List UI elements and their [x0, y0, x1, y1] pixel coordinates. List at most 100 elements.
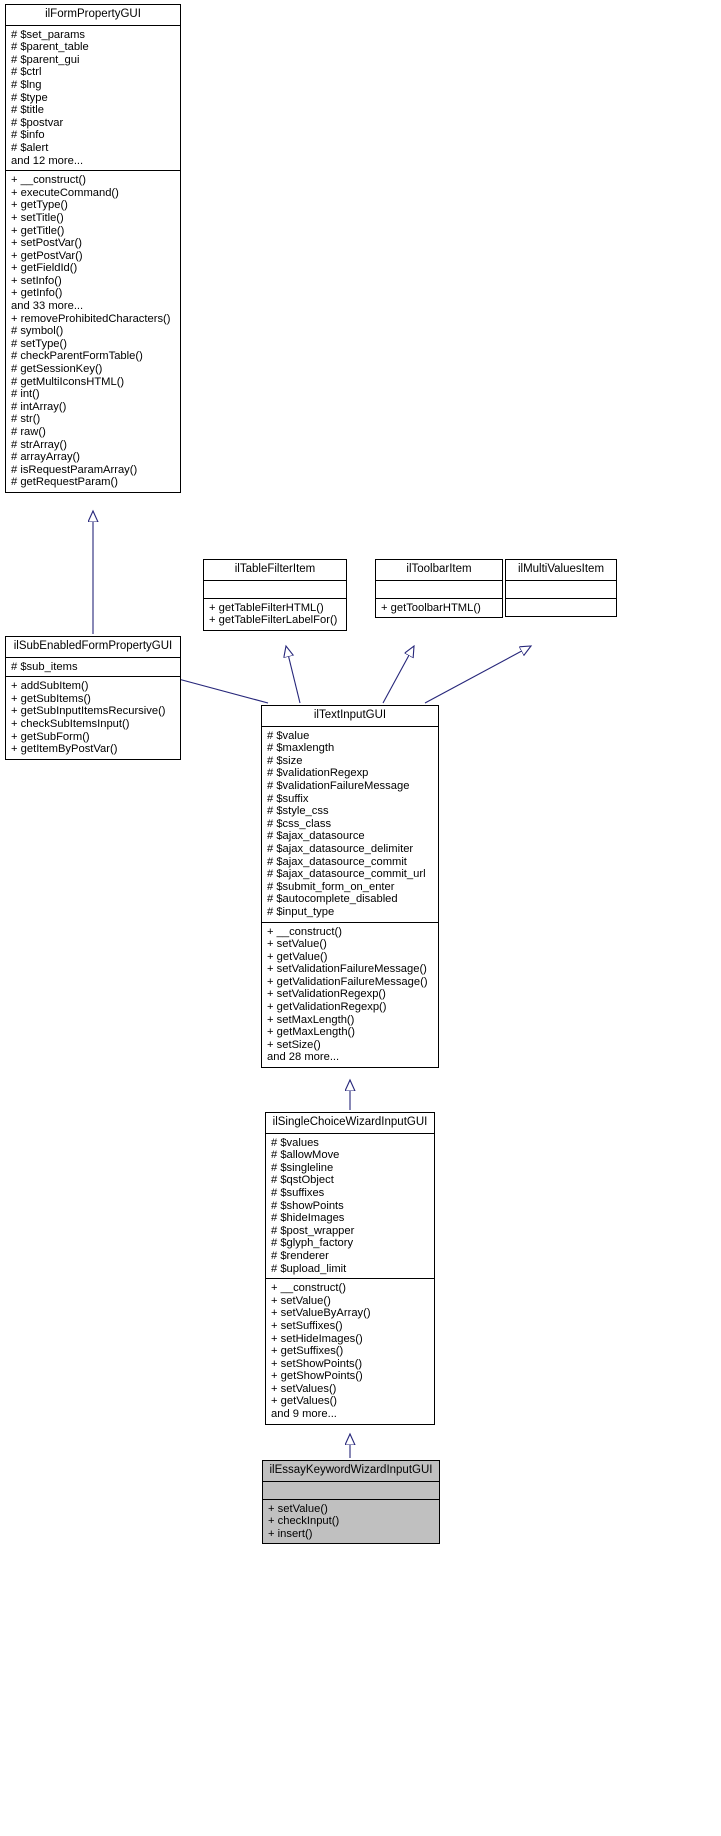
method-row: + setValidationFailureMessage(): [267, 963, 427, 976]
attribute-row: # $title: [11, 104, 44, 117]
class-methods: + getTableFilterHTML() + getTableFilterL…: [204, 599, 346, 630]
attribute-row: # $ajax_datasource_commit: [267, 855, 407, 868]
attribute-row: # $values: [271, 1136, 319, 1149]
class-title: ilTextInputGUI: [262, 706, 438, 727]
attribute-row: # $parent_table: [11, 41, 89, 54]
method-row: + getType(): [11, 199, 68, 212]
method-row: + getPostVar(): [11, 249, 83, 262]
attribute-row: # $input_type: [267, 905, 335, 918]
class-title: ilTableFilterItem: [204, 560, 346, 581]
attribute-row: # $alert: [11, 141, 49, 154]
attribute-row: # $validationFailureMessage: [267, 779, 410, 792]
attribute-row: # $submit_form_on_enter: [267, 880, 395, 893]
method-row: + insert(): [268, 1527, 313, 1540]
uml-class-iltoolbaritem[interactable]: ilToolbarItem + getToolbarHTML(): [375, 559, 503, 619]
uml-class-ilsinglechoicewizardinputgui[interactable]: ilSingleChoiceWizardInputGUI # $values #…: [265, 1112, 435, 1425]
method-row: + __construct(): [267, 925, 342, 938]
method-row: + setInfo(): [11, 274, 62, 287]
method-row: + setSuffixes(): [271, 1319, 343, 1332]
method-more-row: and 33 more...: [11, 300, 84, 313]
method-row: + getValues(): [271, 1395, 338, 1408]
method-more-row: and 28 more...: [267, 1051, 340, 1064]
method-row: + getTitle(): [11, 224, 65, 237]
class-methods: + setValue() + checkInput() + insert(): [263, 1500, 439, 1544]
uml-class-ilessaykeywordwizardinputgui[interactable]: ilEssayKeywordWizardInputGUI + setValue(…: [262, 1460, 440, 1545]
method-row: + checkSubItemsInput(): [11, 717, 130, 730]
class-attributes: [263, 1482, 439, 1500]
uml-class-ilformpropertygui[interactable]: ilFormPropertyGUI # $set_params # $paren…: [5, 4, 181, 493]
attribute-row: # $postvar: [11, 116, 64, 129]
uml-class-iltablefilteritem[interactable]: ilTableFilterItem + getTableFilterHTML()…: [203, 559, 347, 631]
method-row: + getValidationRegexp(): [267, 1001, 387, 1014]
attribute-row: # $upload_limit: [271, 1262, 347, 1275]
method-row: + setShowPoints(): [271, 1357, 363, 1370]
attribute-row: # $set_params: [11, 28, 86, 41]
attribute-row: # $info: [11, 129, 45, 142]
method-row: # checkParentFormTable(): [11, 350, 143, 363]
class-methods: + addSubItem() + getSubItems() + getSubI…: [6, 677, 180, 759]
class-attributes: # $value # $maxlength # $size # $validat…: [262, 727, 438, 923]
attribute-row: # $value: [267, 729, 310, 742]
method-row: + checkInput(): [268, 1515, 340, 1528]
attribute-more-row: and 12 more...: [11, 154, 84, 167]
attribute-row: # $ajax_datasource: [267, 830, 365, 843]
method-row: + getSuffixes(): [271, 1345, 344, 1358]
uml-class-ilmultivaluesitem[interactable]: ilMultiValuesItem: [505, 559, 617, 617]
class-attributes: [204, 581, 346, 599]
attribute-row: # $glyph_factory: [271, 1237, 354, 1250]
attribute-row: # $sub_items: [11, 660, 78, 673]
attribute-row: # $singleline: [271, 1161, 334, 1174]
method-row: # setType(): [11, 337, 67, 350]
class-title: ilToolbarItem: [376, 560, 502, 581]
attribute-row: # $suffix: [267, 792, 309, 805]
method-row: + setValue(): [267, 938, 327, 951]
method-row: + setValueByArray(): [271, 1307, 371, 1320]
method-row: + setTitle(): [11, 211, 64, 224]
method-row: + getSubItems(): [11, 692, 91, 705]
method-row: # int(): [11, 388, 40, 401]
attribute-row: # $showPoints: [271, 1199, 344, 1212]
attribute-row: # $lng: [11, 78, 42, 91]
method-row: + setValue(): [268, 1502, 328, 1515]
class-methods: + __construct() + setValue() + getValue(…: [262, 923, 438, 1068]
class-methods: [506, 599, 616, 616]
class-title: ilSubEnabledFormPropertyGUI: [6, 637, 180, 658]
class-title: ilEssayKeywordWizardInputGUI: [263, 1461, 439, 1482]
attribute-row: # $renderer: [271, 1249, 329, 1262]
method-row: + getInfo(): [11, 287, 63, 300]
attribute-row: # $post_wrapper: [271, 1224, 355, 1237]
attribute-row: # $ctrl: [11, 66, 42, 79]
uml-class-iltextinputgui[interactable]: ilTextInputGUI # $value # $maxlength # $…: [261, 705, 439, 1069]
attribute-row: # $autocomplete_disabled: [267, 893, 398, 906]
method-row: + setSize(): [267, 1038, 321, 1051]
attribute-row: # $parent_gui: [11, 53, 80, 66]
attribute-row: # $type: [11, 91, 48, 104]
class-attributes: # $values # $allowMove # $singleline # $…: [266, 1134, 434, 1280]
attribute-row: # $size: [267, 754, 303, 767]
class-attributes: # $sub_items: [6, 658, 180, 678]
method-row: + getSubForm(): [11, 730, 90, 743]
method-row: + __construct(): [11, 174, 86, 187]
method-row: # getSessionKey(): [11, 363, 103, 376]
class-title: ilFormPropertyGUI: [6, 5, 180, 26]
attribute-row: # $hideImages: [271, 1212, 345, 1225]
method-row: + setValues(): [271, 1382, 337, 1395]
method-row: # strArray(): [11, 438, 67, 451]
method-row: + getItemByPostVar(): [11, 743, 118, 756]
method-row: + getMaxLength(): [267, 1026, 355, 1039]
class-attributes: # $set_params # $parent_table # $parent_…: [6, 26, 180, 172]
method-row: + setPostVar(): [11, 237, 82, 250]
uml-class-ilsubenabledformpropertygui[interactable]: ilSubEnabledFormPropertyGUI # $sub_items…: [5, 636, 181, 760]
method-row: + setMaxLength(): [267, 1013, 355, 1026]
attribute-row: # $ajax_datasource_commit_url: [267, 868, 426, 881]
method-row: + setValidationRegexp(): [267, 988, 386, 1001]
method-row: # getMultiIconsHTML(): [11, 375, 125, 388]
method-row: # str(): [11, 413, 41, 426]
method-row: + removeProhibitedCharacters(): [11, 312, 171, 325]
class-attributes: [506, 581, 616, 599]
method-row: + getToolbarHTML(): [381, 601, 481, 614]
method-row: # intArray(): [11, 400, 67, 413]
method-row: + getTableFilterLabelFor(): [209, 614, 338, 627]
class-methods: + getToolbarHTML(): [376, 599, 502, 618]
method-row: + getValue(): [267, 950, 328, 963]
